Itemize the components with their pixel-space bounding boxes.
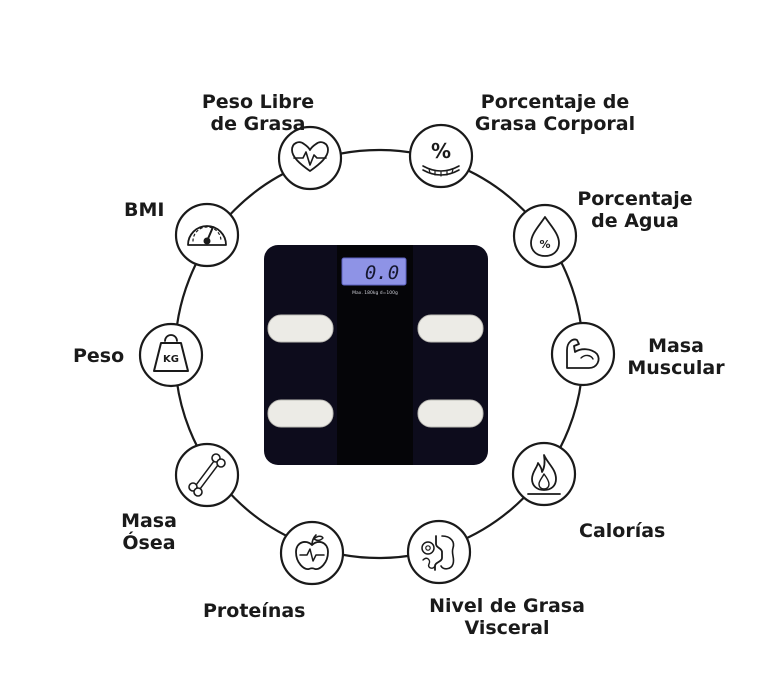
flexed-arm-icon (550, 321, 616, 387)
feature-label-line: Proteínas (203, 600, 306, 622)
gauge-icon (174, 202, 240, 268)
feature-label-protein: Proteínas (203, 600, 306, 622)
svg-text:%: % (539, 238, 550, 251)
feature-label-line: Nivel de Grasa (429, 595, 585, 617)
scale-capacity-text: Max. 180kg d=100g (352, 290, 398, 296)
feature-label-line: Peso Libre (201, 91, 315, 113)
electrode-pad-bottom-left (267, 399, 334, 428)
feature-label-line: de Agua (591, 210, 679, 232)
water-drop-percent-icon: % (512, 203, 578, 269)
feature-label-lean-mass: Peso Libre de Grasa (172, 91, 344, 135)
feature-label-body-water: Porcentaje de Agua (568, 188, 702, 232)
kg-weight-icon: KG (138, 322, 204, 388)
electrode-pad-top-right (417, 314, 484, 343)
scale-display: 0.0 (341, 257, 407, 286)
feature-label-line: Visceral (464, 617, 550, 639)
feature-label-line: Grasa Corporal (474, 113, 636, 135)
bone-icon (174, 442, 240, 508)
feature-label-line: de Grasa (210, 113, 306, 135)
smart-scale: 0.0 Max. 180kg d=100g (264, 245, 488, 465)
feature-label-calories: Calorías (579, 520, 665, 542)
feature-label-visceral-fat: Nivel de Grasa Visceral (412, 595, 602, 639)
feature-label-line: Muscular (627, 357, 725, 379)
feature-label-line: Masa (648, 335, 704, 357)
apple-icon (279, 520, 345, 586)
svg-text:%: % (431, 139, 451, 163)
feature-label-bone-mass: Masa Ósea (106, 510, 192, 554)
percent-caliper-icon: % (408, 123, 474, 189)
svg-text:KG: KG (163, 354, 179, 365)
feature-label-line: Porcentaje (577, 188, 693, 210)
feature-label-body-fat: Porcentaje de Grasa Corporal (460, 91, 650, 135)
scale-reading: 0.0 (365, 262, 399, 284)
feature-label-weight: Peso (73, 345, 124, 367)
electrode-pad-bottom-right (417, 399, 484, 428)
intestine-icon (406, 519, 472, 585)
feature-label-line: Calorías (579, 520, 666, 542)
feature-label-muscle-mass: Masa Muscular (616, 335, 736, 379)
electrode-pad-top-left (267, 314, 334, 343)
feature-label-line: Ósea (122, 532, 176, 554)
feature-label-line: Masa (121, 510, 177, 532)
heart-pulse-icon (277, 125, 343, 191)
feature-label-bmi: BMI (124, 199, 164, 221)
feature-label-line: BMI (124, 199, 165, 221)
flame-icon (511, 441, 577, 507)
feature-label-line: Porcentaje de (480, 91, 630, 113)
feature-label-line: Peso (73, 345, 125, 367)
